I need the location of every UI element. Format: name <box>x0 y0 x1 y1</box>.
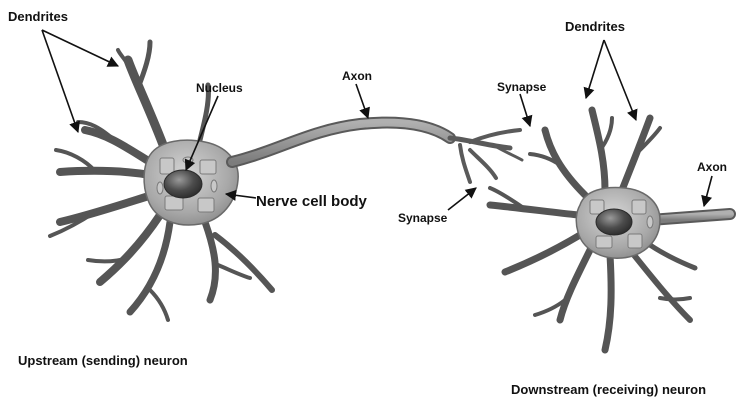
arrow-dendrites-right-2 <box>604 40 636 120</box>
upstream-nucleus <box>164 170 202 198</box>
label-synapse-bottom: Synapse <box>398 211 448 225</box>
arrow-axon-right <box>704 176 712 206</box>
downstream-neuron <box>490 110 730 350</box>
arrow-synapse-bottom <box>448 188 476 210</box>
label-synapse-top: Synapse <box>497 80 547 94</box>
arrow-axon-top <box>356 84 368 118</box>
arrow-synapse-top <box>520 94 530 126</box>
label-dendrites-left: Dendrites <box>8 9 68 24</box>
label-nucleus: Nucleus <box>196 81 243 95</box>
label-downstream-neuron: Downstream (receiving) neuron <box>511 382 706 397</box>
label-dendrites-right: Dendrites <box>565 19 625 34</box>
axon-terminals <box>450 130 522 182</box>
downstream-nucleus <box>596 209 632 235</box>
arrow-dendrites-right-1 <box>586 40 604 98</box>
axon <box>232 123 522 182</box>
label-nerve-cell-body: Nerve cell body <box>256 193 368 210</box>
label-axon-right: Axon <box>697 160 727 174</box>
label-upstream-neuron: Upstream (sending) neuron <box>18 353 188 368</box>
label-axon-top: Axon <box>342 69 372 83</box>
